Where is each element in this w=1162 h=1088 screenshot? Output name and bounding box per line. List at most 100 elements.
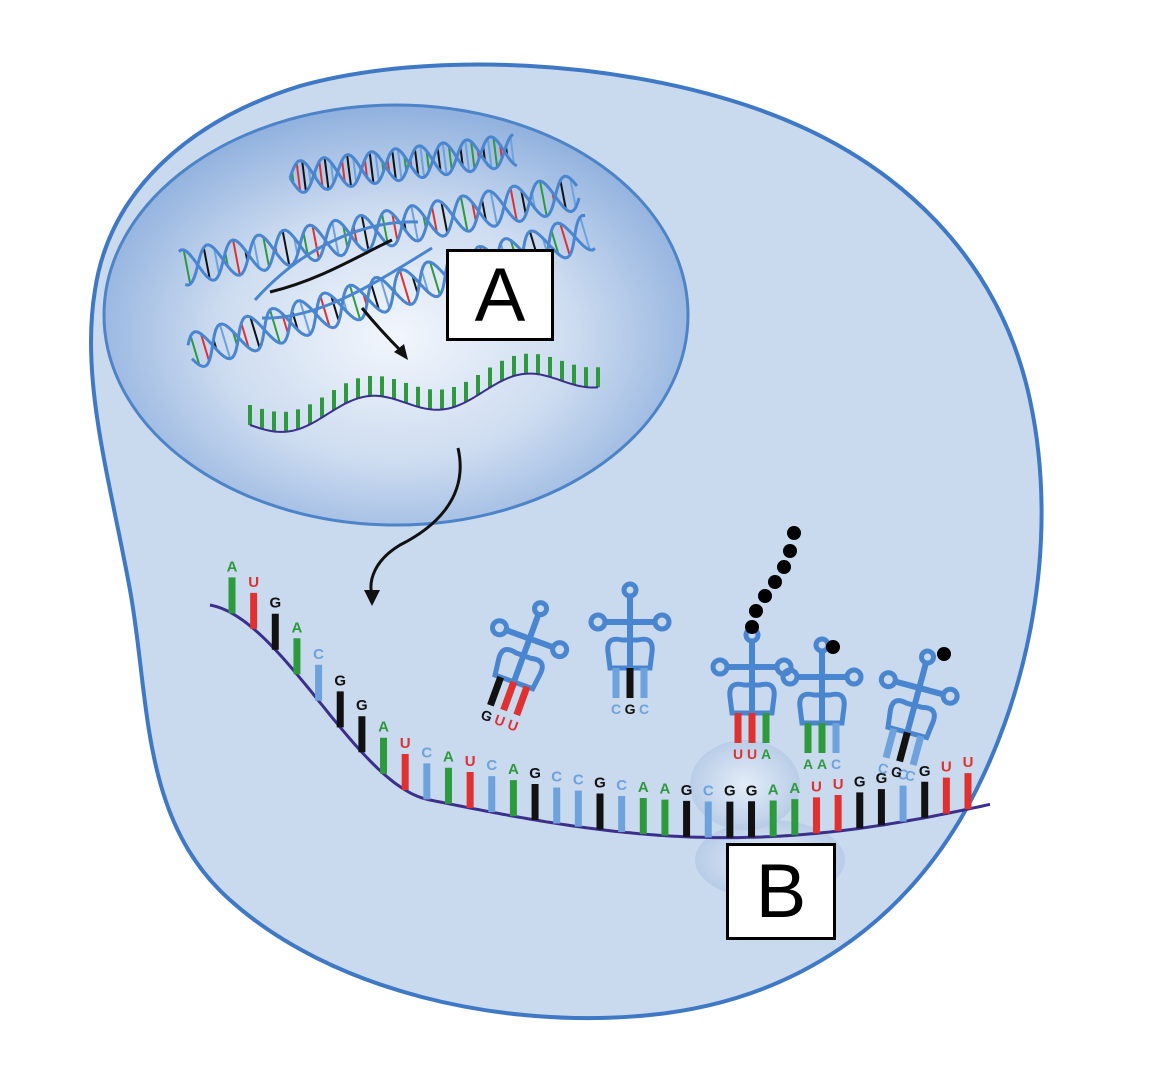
dna-base-pair bbox=[579, 216, 591, 251]
base-letter: U bbox=[963, 754, 974, 771]
anticodon-letter: C bbox=[611, 701, 621, 717]
amino-acid bbox=[758, 589, 772, 603]
dna-base-pair bbox=[489, 191, 499, 226]
dna-base-pair bbox=[199, 333, 211, 362]
dna-base-pair bbox=[391, 150, 397, 180]
dna-base-pair bbox=[492, 137, 499, 168]
dna-base-pair bbox=[559, 223, 571, 256]
dna-base-pair bbox=[509, 136, 515, 165]
base-letter: A bbox=[660, 781, 671, 798]
dna-base-pair bbox=[441, 142, 448, 175]
amino-acid bbox=[745, 620, 759, 634]
dna-base-pair bbox=[301, 160, 307, 192]
dna-base-pair bbox=[374, 153, 380, 182]
base-letter: C bbox=[703, 782, 714, 799]
anticodon-letter: C bbox=[876, 759, 890, 777]
anticodon-letter: C bbox=[903, 767, 917, 785]
dna-base-pair bbox=[459, 196, 469, 232]
amino-acid bbox=[777, 560, 791, 574]
base-letter: C bbox=[551, 768, 562, 785]
base-letter: C bbox=[313, 646, 324, 663]
anticodon-letter: C bbox=[639, 701, 649, 717]
dna-base-pair bbox=[425, 150, 431, 171]
dna-base-pair bbox=[368, 152, 375, 184]
dna-base-pair bbox=[360, 215, 370, 251]
transcription-arrow-icon bbox=[360, 307, 408, 360]
base-letter: C bbox=[486, 757, 497, 774]
dna-base-pair bbox=[319, 295, 331, 328]
base-letter: A bbox=[638, 779, 649, 796]
dna-base-pair bbox=[480, 199, 487, 221]
dna-base-pair bbox=[262, 236, 271, 268]
base-letter: U bbox=[248, 574, 259, 591]
base-letter: G bbox=[594, 775, 606, 792]
base-letter: A bbox=[227, 558, 238, 575]
base-letter: G bbox=[854, 773, 866, 790]
base-letter: G bbox=[269, 595, 281, 612]
base-letter: U bbox=[400, 735, 411, 752]
base-letter: G bbox=[529, 765, 541, 782]
anticodon-letter: C bbox=[831, 756, 841, 772]
dna-base-pair bbox=[396, 149, 403, 180]
dna-base-pair bbox=[330, 295, 340, 322]
amino-acid bbox=[783, 544, 797, 558]
base-letter: A bbox=[789, 780, 800, 797]
anticodon-letter: A bbox=[761, 746, 771, 762]
base-letter: G bbox=[681, 782, 693, 799]
dna-base-pair bbox=[302, 232, 309, 257]
base-letter: A bbox=[768, 781, 779, 798]
anticodon-letter: G bbox=[479, 706, 495, 725]
dna-base-pair bbox=[398, 270, 412, 305]
base-letter: C bbox=[616, 777, 627, 794]
dna-backbone bbox=[184, 174, 579, 287]
base-letter: A bbox=[443, 749, 454, 766]
nucleus bbox=[102, 103, 690, 527]
mrna-transcript bbox=[248, 353, 600, 433]
anticodon-letter: G bbox=[889, 763, 904, 781]
dna-base-pair bbox=[295, 162, 302, 192]
dna-base-pair bbox=[341, 160, 346, 183]
dna-base-pair bbox=[213, 248, 221, 275]
dna-base-pair bbox=[419, 145, 426, 178]
rna-being-transcribed bbox=[269, 238, 393, 294]
dna-base-pair bbox=[381, 213, 389, 245]
label-a: A bbox=[446, 249, 554, 341]
dna-base-pair bbox=[202, 247, 211, 280]
dna-base-pair bbox=[550, 230, 560, 255]
dna-base-pair bbox=[318, 161, 324, 188]
dna-base-pair bbox=[391, 213, 399, 242]
dna-base-pair bbox=[430, 206, 438, 233]
dna-base-pair bbox=[249, 316, 261, 349]
label-b: B bbox=[726, 843, 836, 940]
amino-acid bbox=[787, 526, 801, 540]
dna-base-pair bbox=[413, 148, 420, 176]
export-arrow-icon bbox=[364, 447, 462, 606]
dna-backbone bbox=[288, 133, 514, 194]
base-letter: A bbox=[292, 619, 303, 636]
amino-acid bbox=[937, 647, 951, 661]
dna-base-pair bbox=[352, 157, 358, 183]
base-letter: G bbox=[334, 672, 346, 689]
base-letter: U bbox=[465, 753, 476, 770]
base-letter: A bbox=[378, 719, 389, 736]
dna-base-pair bbox=[182, 249, 192, 285]
dna-base-pair bbox=[348, 284, 362, 321]
dna-base-pair bbox=[436, 147, 442, 172]
dna-base-pair bbox=[299, 300, 311, 335]
base-letter: A bbox=[508, 761, 519, 778]
dna-base-pair bbox=[440, 201, 449, 234]
base-letter: G bbox=[746, 782, 758, 799]
dna-base-pair bbox=[538, 180, 548, 217]
dna-base-pair bbox=[218, 324, 232, 359]
dna-backbone bbox=[177, 179, 581, 282]
amino-acid bbox=[826, 640, 840, 654]
dna-base-pair bbox=[459, 147, 464, 167]
base-letter: G bbox=[876, 770, 888, 787]
dna-base-pair bbox=[323, 157, 330, 190]
dna-base-pair bbox=[429, 261, 441, 296]
anticodon-letter: U bbox=[747, 746, 757, 762]
